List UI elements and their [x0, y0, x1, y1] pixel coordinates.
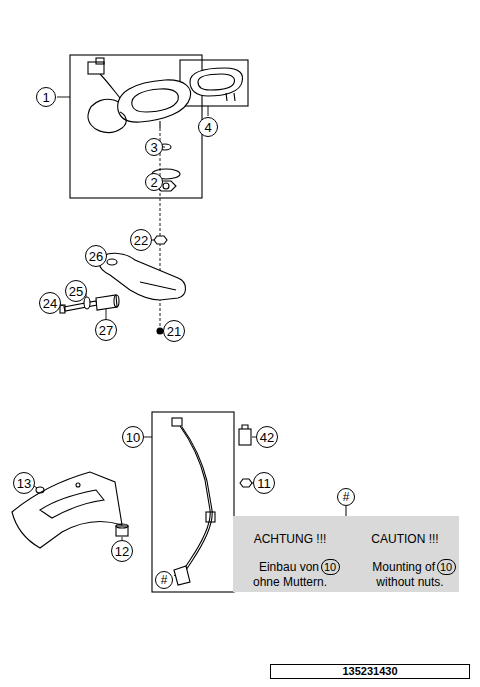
callout-number: 26 — [85, 245, 107, 267]
callout-number: 12 — [115, 545, 129, 558]
callout-number: 1 — [42, 91, 49, 104]
callout-number: 10 — [437, 559, 456, 575]
callout-number: 10 — [321, 559, 340, 575]
callout-number: 42 — [256, 426, 278, 448]
callout-number: 2 — [145, 173, 163, 191]
callout-number: 11 — [253, 472, 275, 494]
callout-number: 25 — [65, 280, 87, 302]
callout-number: 2 — [150, 176, 157, 189]
callout-number: 4 — [204, 121, 211, 134]
nut — [154, 236, 167, 244]
callout-number: 1 — [36, 87, 56, 107]
caution-text: Einbau von — [259, 560, 319, 574]
callout-number: 3 — [145, 138, 163, 156]
caution-text: without nuts. — [350, 575, 470, 589]
callout-number: 27 — [99, 324, 113, 337]
text-holder: Einbau von — [259, 560, 319, 574]
callout-number: 22 — [134, 234, 148, 247]
callout-number: # — [337, 488, 355, 506]
callout-number: 10 — [122, 426, 144, 448]
bushing — [96, 295, 119, 310]
callout-number: # — [343, 491, 350, 503]
bolt — [60, 301, 97, 313]
callout-number: # — [155, 571, 173, 589]
callout-number: 26 — [89, 250, 103, 263]
caution-text: Mounting of — [372, 560, 435, 574]
cover — [190, 68, 242, 101]
text-holder: without nuts. — [350, 575, 470, 589]
text-holder: ACHTUNG !!! — [230, 532, 350, 546]
callout-number: 4 — [198, 117, 218, 137]
drawing-number-box: 135231430 — [270, 664, 470, 679]
callout-number: 10 — [126, 431, 140, 444]
callout-number: 11 — [257, 477, 271, 490]
callout-number: 13 — [17, 477, 31, 490]
caution-text: CAUTION !!! — [345, 532, 465, 546]
callout-number: 13 — [13, 472, 35, 494]
callout-number: 3 — [150, 141, 157, 154]
callout-number: 42 — [260, 431, 274, 444]
callout-number: 10 — [440, 562, 452, 573]
text-holder: ohne Muttern. — [230, 575, 350, 589]
group-frame — [152, 412, 234, 592]
text-holder: CAUTION !!! — [345, 532, 465, 546]
caution-text: ACHTUNG !!! — [230, 532, 350, 546]
leader-lines — [34, 97, 256, 576]
fork-guard — [12, 472, 122, 548]
leader-connector — [346, 506, 347, 516]
caution-text: ohne Muttern. — [230, 575, 350, 589]
speed-sensor-cable — [172, 418, 215, 585]
clip — [239, 425, 251, 445]
bracket — [99, 253, 185, 300]
callout-number: 25 — [69, 285, 83, 298]
grommet — [116, 524, 128, 536]
callout-number: 12 — [111, 540, 133, 562]
caution-box: ACHTUNG !!!CAUTION !!!Einbau vonohne Mut… — [233, 516, 459, 592]
callout-number: 22 — [130, 229, 152, 251]
group-frame — [70, 55, 202, 198]
washer — [84, 297, 90, 309]
callout-number: 21 — [163, 320, 185, 342]
callout-number: 24 — [43, 297, 57, 310]
callout-number: 21 — [167, 325, 181, 338]
drawing-number: 135231430 — [342, 666, 397, 677]
callout-number: 27 — [95, 319, 117, 341]
callout-number: 10 — [324, 562, 336, 573]
callout-number: # — [161, 574, 168, 586]
text-holder: Mounting of — [372, 560, 435, 574]
nut — [240, 479, 252, 487]
speedometer — [88, 58, 191, 132]
callout-number: 24 — [39, 292, 61, 314]
